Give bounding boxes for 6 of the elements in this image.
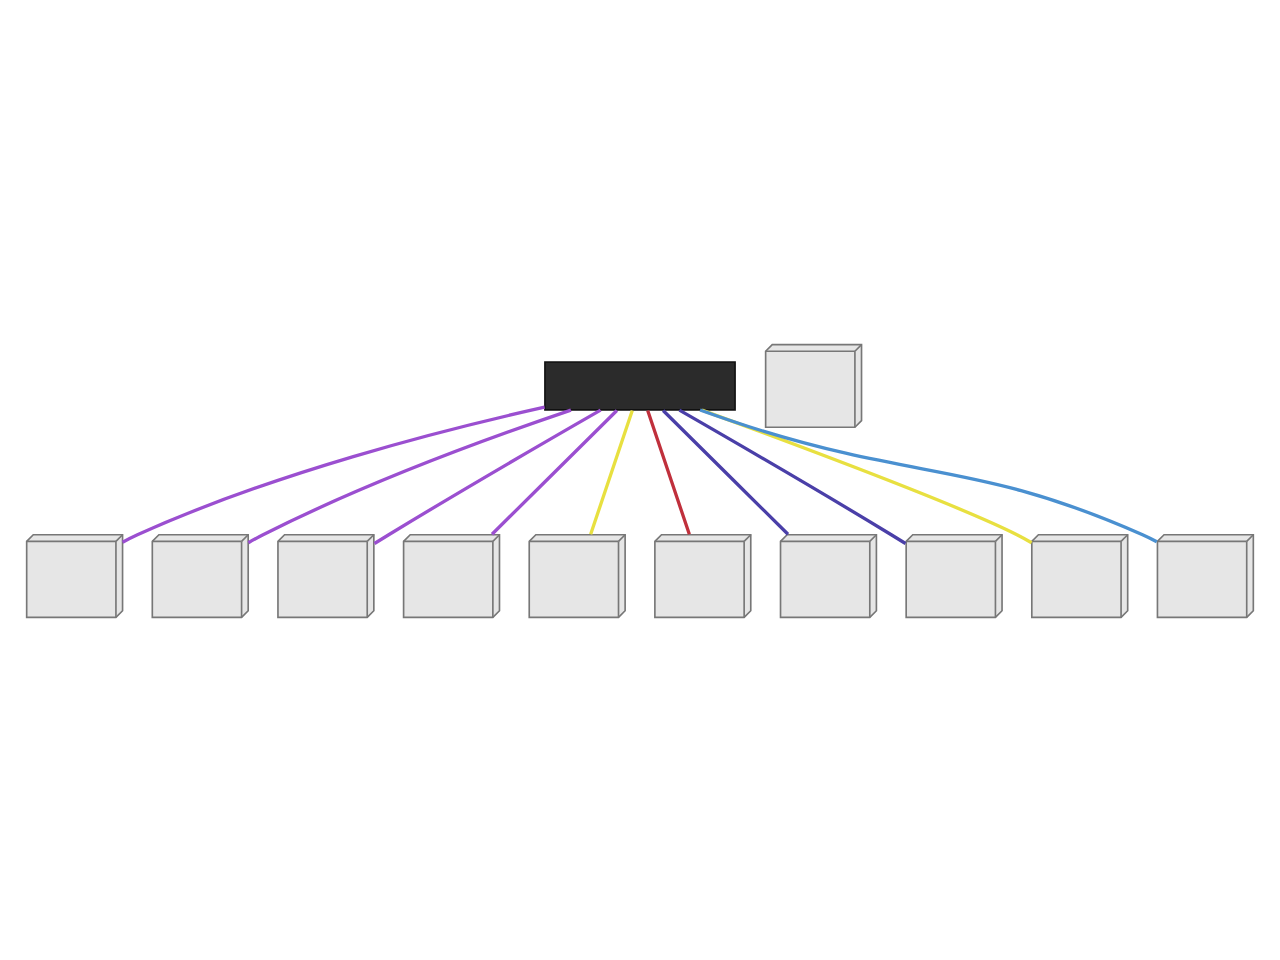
node-box (544, 360, 736, 410)
connector (646, 408, 691, 534)
connector (589, 408, 634, 534)
connector (678, 407, 907, 544)
connector (490, 408, 619, 535)
connector (661, 408, 790, 535)
